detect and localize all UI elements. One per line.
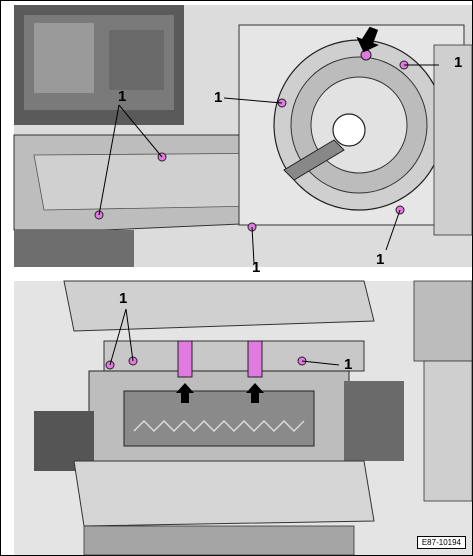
callout-top-upper-left: 1 (118, 88, 127, 105)
top-illustration-panel: 1 1 1 1 1 (13, 5, 473, 275)
callout-top-bottom-right: 1 (376, 251, 385, 268)
reference-code: E87-10194 (416, 536, 466, 549)
callout-top-right: 1 (454, 54, 463, 71)
top-illustration (13, 5, 473, 267)
arrow-icon (176, 383, 194, 403)
callout-top-middle: 1 (214, 89, 223, 106)
arrow-icon (356, 26, 379, 53)
callout-top-bottom-center: 1 (252, 259, 261, 276)
arrow-icon (246, 383, 264, 403)
callout-bottom-left: 1 (119, 290, 128, 307)
callout-bottom-right: 1 (344, 356, 353, 373)
bottom-illustration (14, 280, 473, 556)
bottom-illustration-panel: 1 1 E87-10194 (14, 280, 473, 556)
